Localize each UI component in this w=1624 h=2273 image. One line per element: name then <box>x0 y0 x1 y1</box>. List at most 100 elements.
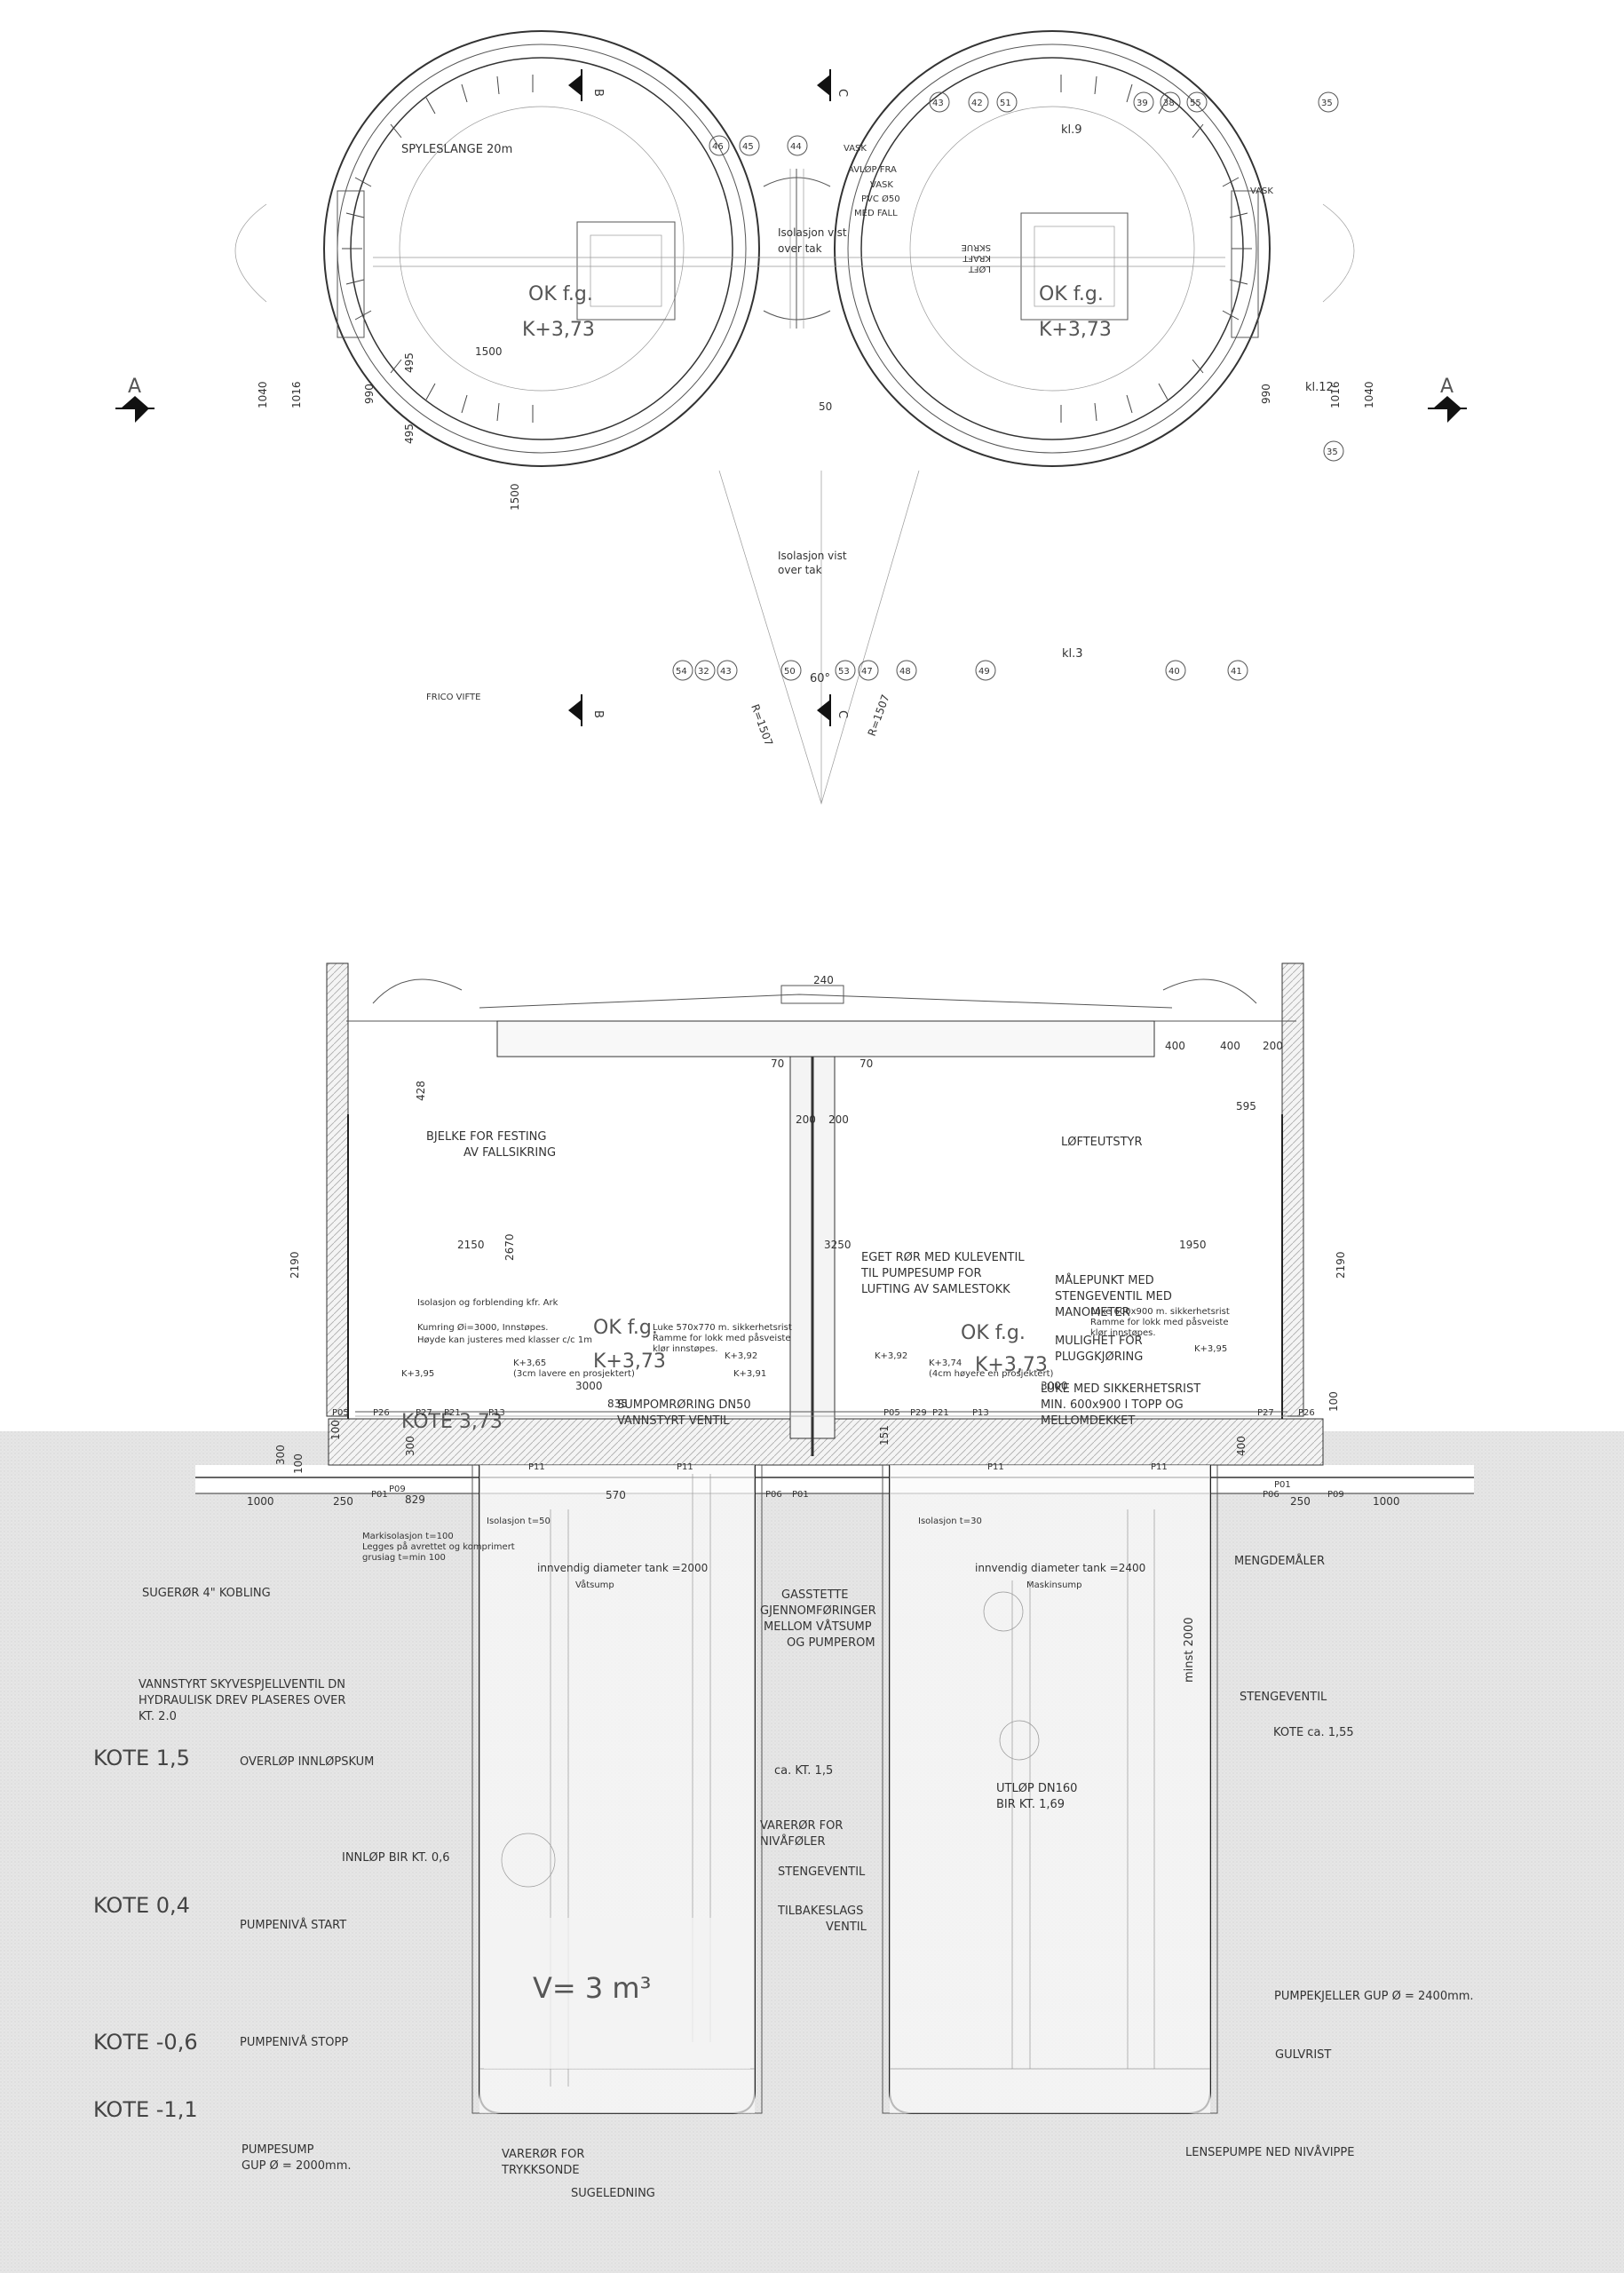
label-diam-left: innvendig diameter tank =2000 <box>537 1562 708 1574</box>
dim-1016-right: 1016 <box>1329 381 1342 408</box>
label-isolasjon-3: Isolasjon vist <box>778 550 847 562</box>
label-isolasjon-t30: Isolasjon t=30 <box>918 1517 982 1526</box>
callout-43: 43 <box>929 91 950 113</box>
label-pumpesump-2: GUP Ø = 2000mm. <box>242 2159 352 2173</box>
label-stengeventil-mid: STENGEVENTIL <box>778 1865 866 1879</box>
dim-240: 240 <box>813 974 834 986</box>
p-code: P11 <box>528 1462 545 1472</box>
label-gasstette-3: MELLOM VÅTSUMP <box>764 1620 872 1634</box>
dim-829: 829 <box>405 1493 425 1506</box>
label-isolasjon-t50: Isolasjon t=50 <box>487 1517 551 1526</box>
label-sugeror: SUGERØR 4" KOBLING <box>142 1587 271 1600</box>
dim-1000-a: 1000 <box>247 1495 274 1508</box>
dim-990-right: 990 <box>1260 384 1272 404</box>
p-code: P11 <box>677 1462 693 1472</box>
dim-200-b: 200 <box>796 1113 816 1126</box>
dim-50: 50 <box>819 400 832 413</box>
p-code: P21 <box>444 1408 461 1418</box>
svg-text:47: 47 <box>861 667 873 677</box>
dim-3000-b: 3000 <box>1041 1380 1068 1392</box>
label-kumring-1: Kumring Øi=3000, Innstøpes. <box>417 1322 549 1333</box>
dim-1500-b: 1500 <box>509 483 521 511</box>
dim-2190-a: 2190 <box>289 1251 301 1279</box>
label-malepunkt-1: MÅLEPUNKT MED <box>1055 1273 1154 1287</box>
label-k374-2: (4cm høyere en prosjektert) <box>929 1369 1053 1379</box>
svg-text:40: 40 <box>1168 667 1180 677</box>
label-varerør-trykk-1: VARERØR FOR <box>502 2148 584 2161</box>
label-isolasjon-4: over tak <box>778 564 822 576</box>
callout-46: 46 <box>709 135 730 156</box>
label-k-right: K+3,73 <box>1039 319 1112 341</box>
p-code: P05 <box>883 1408 900 1418</box>
svg-text:39: 39 <box>1137 99 1148 108</box>
label-luke-small-l-2: Ramme for lokk med påsveiste <box>653 1332 791 1343</box>
label-luke-3: MELLOMDEKKET <box>1041 1414 1135 1428</box>
label-avlop-3: PVC Ø50 <box>861 194 900 204</box>
kote-15: KOTE 1,5 <box>93 1746 190 1770</box>
label-luke-2: MIN. 600x900 I TOPP OG <box>1041 1398 1184 1412</box>
label-ok-left-sec: OK f.g. <box>593 1317 658 1339</box>
label-rotated-1: LØFT <box>968 264 991 274</box>
label-k395-a: K+3,95 <box>401 1369 434 1379</box>
label-eget-ror-1: EGET RØR MED KULEVENTIL <box>861 1251 1025 1264</box>
callout-41: 41 <box>1227 660 1248 681</box>
label-avlop-2: VASK <box>870 180 893 190</box>
dim-70-a: 70 <box>771 1057 784 1070</box>
label-luke-1: LUKE MED SIKKERHETSRIST <box>1041 1382 1200 1396</box>
label-varerør-trykk-2: TRYKKSONDE <box>501 2164 580 2177</box>
callout-54: 54 <box>672 660 693 681</box>
label-malepunkt-2: STENGEVENTIL MED <box>1055 1290 1172 1303</box>
label-varerør-niva-1: VARERØR FOR <box>760 1819 843 1833</box>
label-diam-right: innvendig diameter tank =2400 <box>975 1562 1145 1574</box>
svg-text:38: 38 <box>1163 99 1175 108</box>
p-code: P01 <box>1274 1480 1291 1490</box>
label-kl3: kl.3 <box>1062 647 1083 661</box>
dim-250-a: 250 <box>333 1495 353 1508</box>
dim-100-c: 100 <box>1327 1391 1340 1412</box>
section-label-b: B <box>591 89 605 97</box>
kote-04: KOTE 0,4 <box>93 1893 190 1918</box>
label-malepunkt-4: MULIGHET FOR <box>1055 1334 1143 1348</box>
callout-35b: 35 <box>1323 440 1344 462</box>
dim-400-c: 400 <box>1235 1436 1248 1456</box>
label-gasstette-1: GASSTETTE <box>781 1588 849 1602</box>
dim-minst-2000: minst 2000 <box>1183 1617 1196 1683</box>
p-code: P01 <box>792 1490 809 1500</box>
label-ok-left: OK f.g. <box>528 283 593 305</box>
p-code: P05 <box>332 1408 349 1418</box>
label-frico: FRICO VIFTE <box>426 693 480 702</box>
label-pumpeniva-stopp: PUMPENIVÅ STOPP <box>240 2035 348 2049</box>
dim-200-a: 200 <box>1263 1040 1283 1052</box>
label-vannstyrt-2: HYDRAULISK DREV PLASERES OVER <box>139 1694 345 1707</box>
label-malepunkt-3: MANOMETER <box>1055 1306 1130 1319</box>
svg-text:46: 46 <box>712 142 724 152</box>
label-markisolasjon-2: Legges på avrettet og komprimert <box>362 1540 515 1552</box>
dim-300-a: 300 <box>274 1445 287 1465</box>
label-angle: 60° <box>810 672 830 685</box>
dim-151: 151 <box>878 1425 891 1445</box>
label-innlop: INNLØP BIR KT. 0,6 <box>342 1851 450 1865</box>
dim-1040-left: 1040 <box>257 381 269 408</box>
label-k-left: K+3,73 <box>522 319 595 341</box>
label-malepunkt-5: PLUGGKJØRING <box>1055 1350 1143 1364</box>
label-utlop-2: BIR KT. 1,69 <box>996 1798 1065 1811</box>
section-marker-a-right: A <box>1428 376 1467 423</box>
label-bjelke-2: AV FALLSIKRING <box>463 1146 556 1160</box>
p-code: P09 <box>389 1485 406 1494</box>
label-luke-small-l-1: Luke 570x770 m. sikkerhetsrist <box>653 1323 792 1333</box>
label-rotated-3: SKRUE <box>962 242 992 252</box>
svg-text:32: 32 <box>698 667 709 677</box>
label-markisolasjon-3: grusiag t=min 100 <box>362 1553 446 1563</box>
label-avlop-1: AVLØP FRA <box>848 164 897 175</box>
label-lofteutstyr: LØFTEUTSTYR <box>1061 1136 1143 1149</box>
dim-570: 570 <box>606 1489 626 1501</box>
label-vask: VASK <box>844 144 867 154</box>
label-bjelke-1: BJELKE FOR FESTING <box>426 1130 546 1144</box>
label-isolasjon-1: Isolasjon vist <box>778 226 847 239</box>
label-luke-small-l-3: klør innstøpes. <box>653 1344 718 1354</box>
label-mengdemaler: MENGDEMÅLER <box>1234 1554 1325 1568</box>
label-pumpesump-1: PUMPESUMP <box>242 2143 314 2157</box>
callout-49: 49 <box>975 660 996 681</box>
callout-44: 44 <box>787 135 808 156</box>
